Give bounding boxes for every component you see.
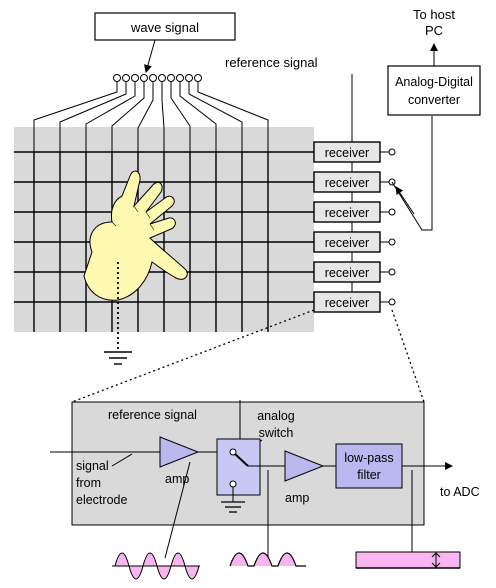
signal-label-line2: from [76,476,101,490]
first-amplifier [159,436,200,468]
wave-signal-arrow [144,39,156,73]
zoom-line-left [71,309,315,403]
to-host-label-line1: To host [413,7,455,22]
receiver-1-label: receiver [325,146,369,160]
adc-label-line2: converter [408,93,460,107]
to-host-label-line2: PC [425,23,443,38]
hand-illustration [83,170,188,301]
receiver-3-label: receiver [325,206,369,220]
selector-arrow [395,186,415,215]
second-amp-label: amp [285,491,309,505]
switch-ground-icon [221,501,245,513]
switch-bottom-contact [229,480,237,488]
first-amp-label: amp [165,472,189,486]
receiver-4-label: receiver [325,236,369,250]
receiver-6: receiver [313,291,396,313]
adc-box [387,65,481,116]
waveform-amplified-sine [112,552,200,580]
low-pass-filter-box [335,443,403,489]
signal-label-line1: signal [76,459,109,473]
receiver-4: receiver [313,231,396,253]
switch-top-contact [229,448,237,456]
zoom-line-right [391,309,425,403]
waveform-pointer-1 [164,461,191,559]
selector-wire [391,116,433,231]
signal-pointer [111,453,133,467]
waveform-dc-level [355,551,461,569]
receiver-5: receiver [313,261,396,283]
connector-pins [113,74,202,82]
inner-reference-signal-label: reference signal [108,408,197,422]
receiver-5-label: receiver [325,266,369,280]
low-pass-filter-label-line1: low-pass [344,451,393,465]
receiver-3: receiver [313,201,396,223]
waveform-rectified [229,552,306,567]
connector-wires [33,82,269,152]
to-adc-label: to ADC [440,485,480,499]
adc-label-line1: Analog-Digital [395,75,473,89]
wave-signal-label: wave signal [130,20,199,35]
receiver-6-label: receiver [325,296,369,310]
receiver-2: receiver [313,171,396,193]
receiver-2-label: receiver [325,176,369,190]
analog-switch-box [216,438,261,496]
switch-lever [234,453,249,467]
low-pass-filter-label-line2: filter [357,468,381,482]
analog-switch-label-line2: switch [259,426,294,440]
hand-ground-icon [104,351,132,365]
wave-signal-box [94,12,236,41]
reference-signal-label: reference signal [225,55,318,70]
signal-label-line3: electrode [76,493,127,507]
second-amplifier [284,450,325,482]
receiver-1: receiver [313,141,396,163]
analog-switch-label-line1: analog [257,409,295,423]
